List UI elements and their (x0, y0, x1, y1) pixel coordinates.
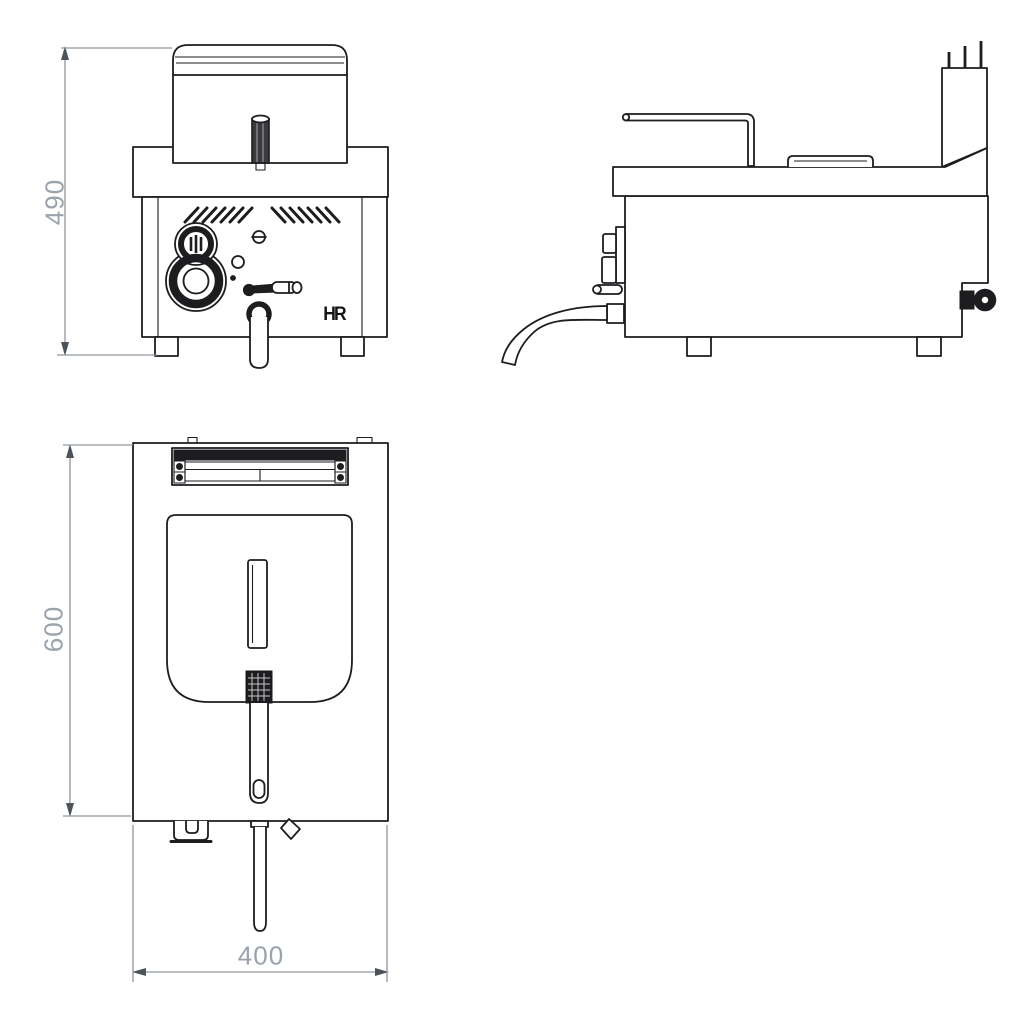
top-edge-tab-right (356, 436, 373, 444)
lid-handle-slot (247, 559, 268, 649)
rear-vent-grille (171, 447, 349, 486)
front-right-foot (340, 336, 365, 357)
top-edge-tab-left (187, 436, 198, 444)
main-knob-ring (168, 253, 224, 309)
height-dimension (57, 46, 172, 356)
basket-handle-top (249, 703, 269, 804)
pilot-dot (230, 275, 236, 281)
width-dimension (132, 825, 389, 982)
control-knob-assembly (165, 222, 227, 312)
rear-drain-valve (959, 288, 997, 312)
side-counter-slab (612, 147, 988, 197)
underside-drain-pipe (250, 820, 269, 932)
power-terminal-pins (947, 41, 983, 68)
side-control-knobs (592, 226, 626, 295)
panel-screw (251, 230, 267, 244)
front-left-foot (154, 336, 179, 357)
front-lid-handle (251, 114, 270, 171)
depth-dimension (63, 444, 133, 817)
vent-hatch-right (270, 206, 341, 224)
drain-valve-lever (242, 281, 303, 297)
basket-grip-knurl (245, 670, 273, 704)
side-view (501, 41, 997, 366)
basket-handle-rod (621, 113, 755, 167)
front-drain-pipe (246, 301, 272, 369)
vent-hatch-left (183, 206, 254, 224)
main-knob-center (182, 267, 210, 295)
top-view (63, 436, 389, 982)
knob-grip-lines (189, 235, 203, 253)
handle-hang-hole (252, 779, 266, 799)
drain-hose (501, 303, 625, 366)
side-rear-foot (916, 336, 942, 357)
side-body (624, 195, 989, 338)
front-view (57, 44, 389, 369)
side-front-foot (686, 336, 712, 357)
indicator-lamp (231, 255, 245, 269)
underside-valve-handle (280, 818, 301, 840)
underside-valve-bracket (169, 821, 213, 843)
lid-handle-side-profile (787, 155, 874, 167)
